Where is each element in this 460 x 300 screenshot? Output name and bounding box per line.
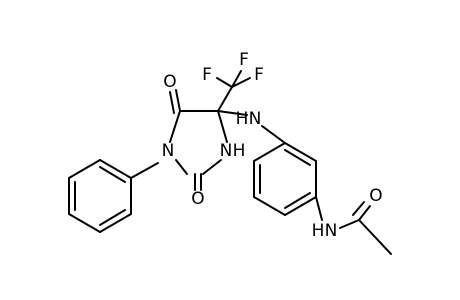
bond [217, 110, 228, 143]
fluorine-left-label: F [202, 65, 212, 85]
bond [231, 77, 251, 88]
hydrogen-ring-nh-label: H [233, 141, 246, 161]
bond [358, 219, 392, 255]
bond [175, 89, 181, 112]
bond [217, 110, 248, 116]
bond [352, 201, 365, 216]
fluorine-top-label: F [239, 50, 249, 70]
bond [339, 219, 360, 229]
bond [284, 196, 317, 216]
oxygen-acetyl-label: O [369, 186, 382, 206]
bond [284, 142, 317, 162]
bond [253, 196, 286, 216]
bond [261, 125, 286, 144]
bond [231, 70, 242, 88]
bond [284, 149, 311, 166]
nitrogen-ring-nh-label: N [220, 141, 233, 161]
oxygen-top-label: O [163, 72, 176, 92]
atom-labels: O O N N H N H F F F O N H [162, 50, 383, 241]
hydrogen-amino-label: H [236, 109, 249, 129]
bond [99, 213, 132, 233]
bond [99, 166, 126, 183]
bond [202, 159, 222, 175]
nitrogen-amino-label: N [249, 109, 262, 129]
bond [315, 196, 323, 221]
hydrogen-amide-label: H [312, 221, 325, 241]
bond [130, 162, 159, 179]
bond [169, 110, 181, 143]
bond [358, 205, 371, 221]
bond [217, 86, 233, 112]
bond [284, 192, 311, 209]
oxygen-bottom-label: O [191, 189, 204, 209]
bond [68, 213, 101, 233]
bond [68, 159, 101, 179]
bond [99, 159, 132, 179]
nitrogen-ring-left-label: N [162, 141, 175, 161]
bonds [68, 70, 392, 255]
bond [253, 142, 286, 162]
bond [216, 77, 233, 88]
fluorine-right-label: F [254, 65, 264, 85]
bond [99, 209, 126, 226]
nitrogen-amide-label: N [325, 221, 338, 241]
bond [175, 159, 188, 175]
bond [169, 91, 175, 114]
